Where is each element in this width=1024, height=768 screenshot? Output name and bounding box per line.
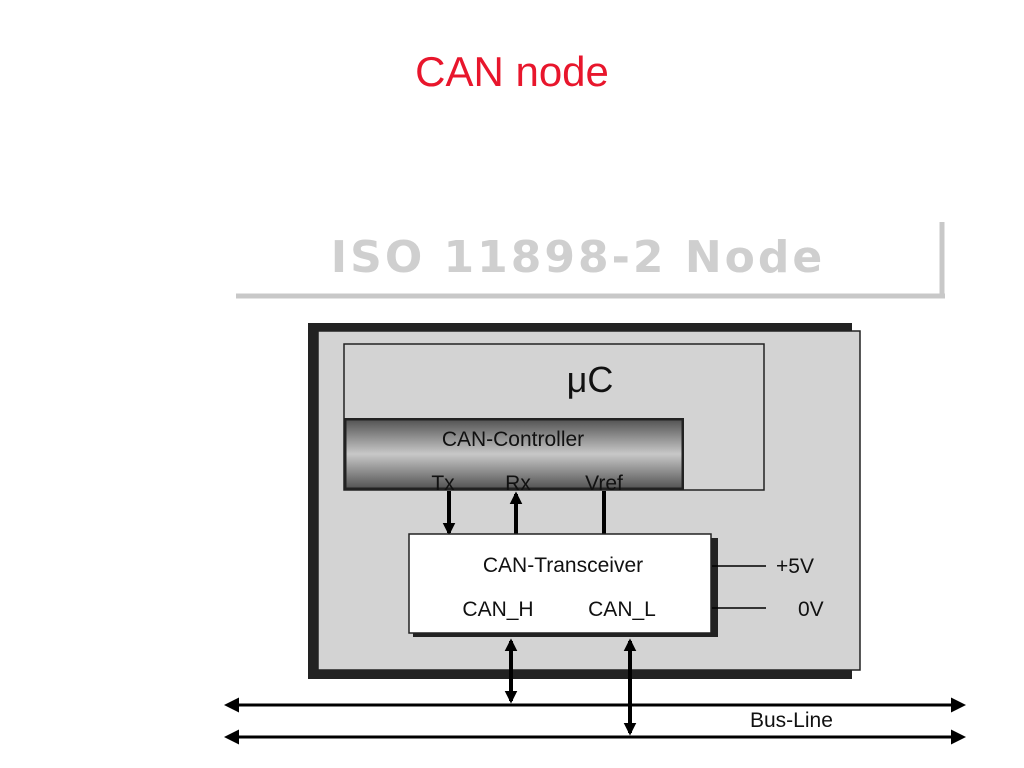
can-h-label: CAN_H — [462, 598, 533, 621]
vref-pin-label: Vref — [585, 472, 623, 495]
iso-heading: ISO 11898-2 Node — [236, 222, 945, 299]
tx-pin-label: Tx — [431, 472, 455, 495]
rx-pin-label: Rx — [505, 472, 531, 495]
plus5v-label: +5V — [776, 555, 814, 578]
slide-title: CAN node — [415, 48, 609, 95]
can-l-label: CAN_L — [588, 598, 656, 621]
microcontroller-label: μC — [567, 359, 614, 400]
can-transceiver-box — [408, 533, 712, 634]
zero-v-label: 0V — [798, 598, 824, 621]
bus-line-label: Bus-Line — [750, 709, 833, 732]
can-transceiver-label: CAN-Transceiver — [483, 554, 643, 577]
can-controller-box — [345, 419, 683, 489]
iso-heading-text: ISO 11898-2 Node — [331, 232, 825, 283]
can-controller-label: CAN-Controller — [442, 428, 584, 451]
